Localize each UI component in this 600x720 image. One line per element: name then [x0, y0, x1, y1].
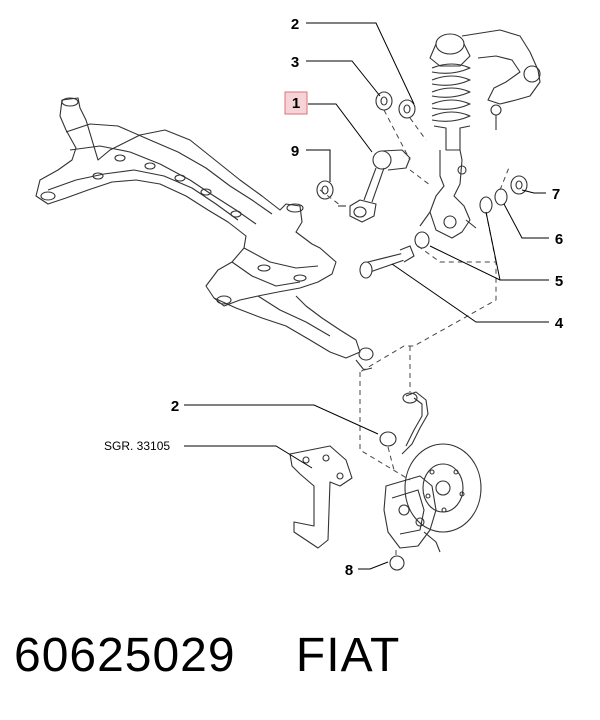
- sgr-reference-label: SGR. 33105: [104, 439, 170, 453]
- part-number: 60625029: [14, 629, 236, 682]
- callout-3[interactable]: 3: [291, 54, 299, 71]
- callout-9[interactable]: 9: [291, 143, 299, 160]
- stabilizer-link-drawing: [338, 149, 411, 223]
- footer-caption: 60625029 FIAT: [14, 628, 594, 698]
- callout-1[interactable]: 1: [292, 95, 300, 112]
- bolt-drawing: [359, 245, 415, 279]
- strut-spring-drawing: [419, 29, 541, 239]
- callout-5[interactable]: 5: [555, 273, 563, 290]
- leader-lines: [184, 22, 549, 570]
- callout-2-mid[interactable]: 2: [171, 398, 179, 415]
- brand-name: FIAT: [295, 629, 401, 682]
- callout-2-top[interactable]: 2: [291, 16, 299, 33]
- callout-7[interactable]: 7: [552, 186, 560, 203]
- assembly-lines: [319, 109, 511, 555]
- callout-8[interactable]: 8: [345, 562, 353, 579]
- subframe-drawing: [35, 97, 374, 371]
- callout-6[interactable]: 6: [555, 231, 563, 248]
- hub-brake-drawing: [289, 391, 482, 553]
- callout-4[interactable]: 4: [555, 315, 564, 332]
- exploded-parts-diagram: 1 2 3 9 7 6 5 4 2 8 SGR. 33105: [35, 16, 564, 579]
- part-1-highlight: [284, 91, 308, 115]
- small-parts-drawing: [316, 91, 528, 571]
